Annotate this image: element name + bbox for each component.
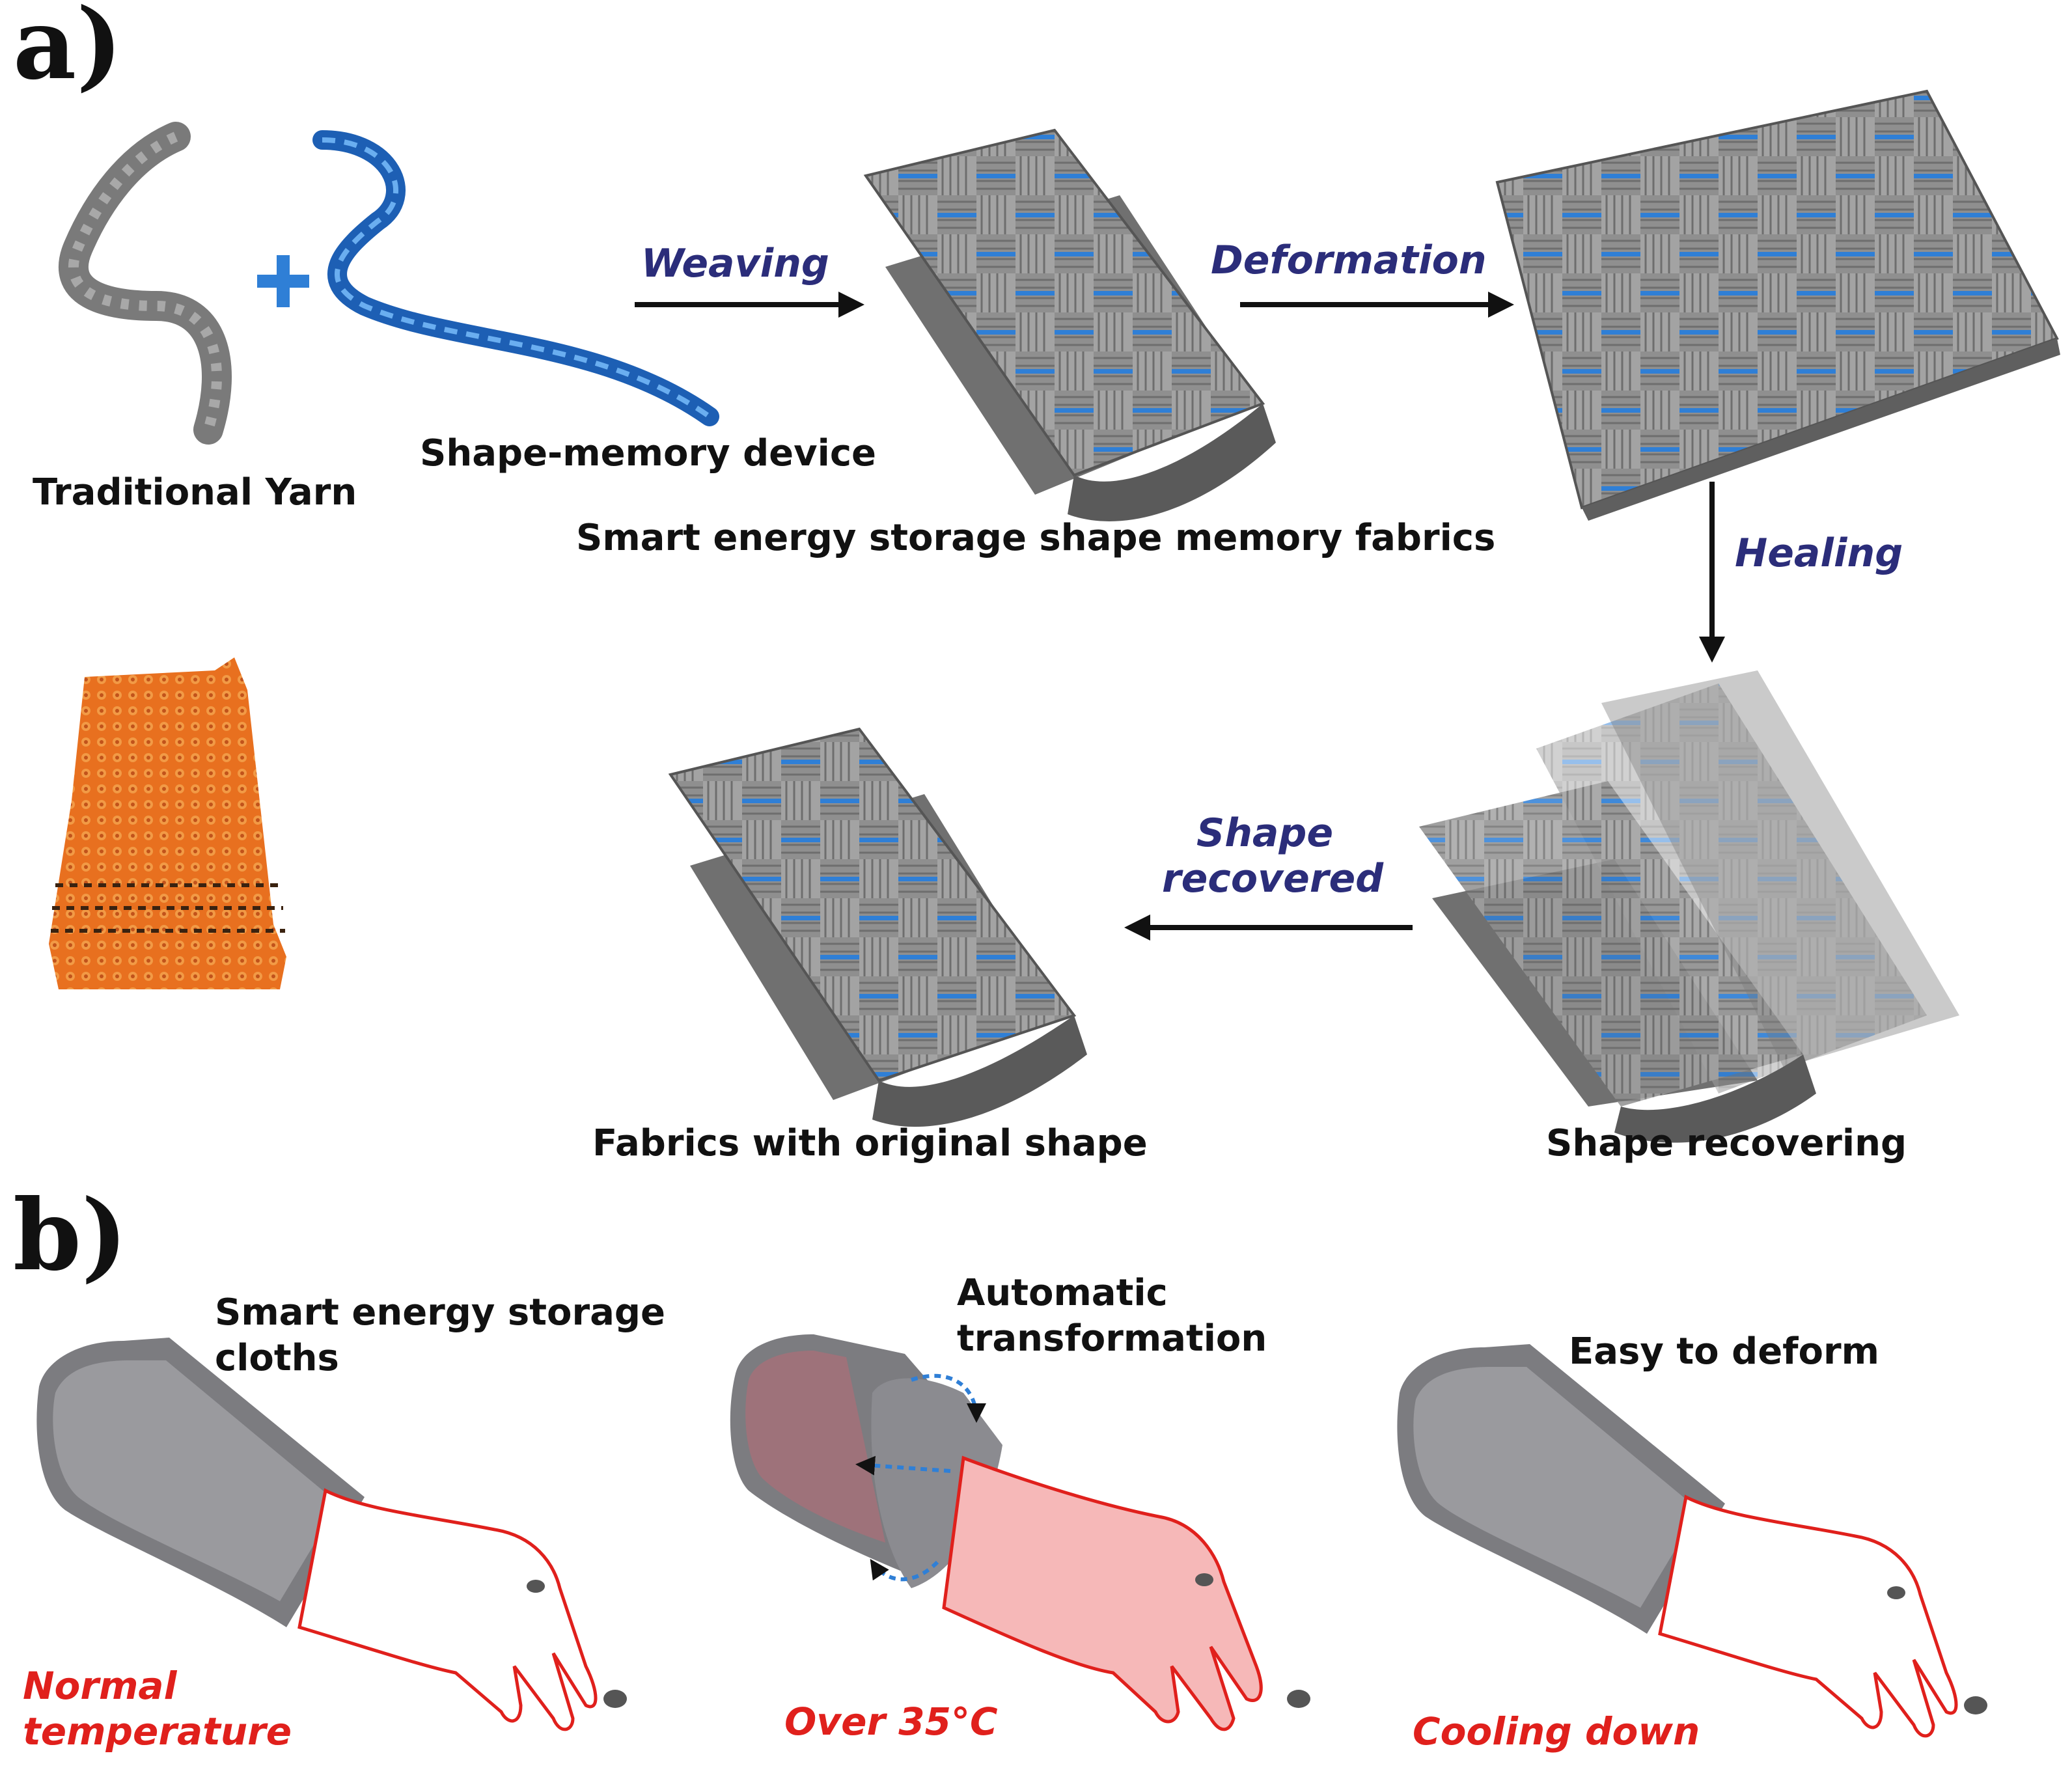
shape-memory-device-illustration xyxy=(312,130,719,426)
fabric-photo xyxy=(49,657,286,989)
label-cloths-line1: Smart energy storage xyxy=(215,1291,665,1334)
original-fabric-illustration xyxy=(668,727,1087,1127)
panel-label-b: b) xyxy=(13,1178,128,1293)
label-normal-line2: temperature xyxy=(23,1709,292,1754)
traditional-yarn-illustration xyxy=(59,122,232,445)
label-shape-recovered-line1: Shape xyxy=(1196,810,1333,856)
label-cloths-line2: cloths xyxy=(215,1337,339,1379)
label-fabrics-original: Fabrics with original shape xyxy=(592,1122,1148,1164)
label-weaving: Weaving xyxy=(641,241,829,286)
label-normal-line1: Normal xyxy=(23,1664,178,1708)
label-shape-recovered-line2: recovered xyxy=(1162,856,1384,901)
label-smart-fabrics: Smart energy storage shape memory fabric… xyxy=(576,517,1495,559)
flat-fabric-illustration xyxy=(1495,89,2060,521)
arm-cooling xyxy=(1397,1344,1987,1738)
label-automatic-line2: transformation xyxy=(957,1317,1267,1360)
shape-recovering-illustration xyxy=(1419,670,1959,1143)
label-deformation: Deformation xyxy=(1211,238,1487,283)
panel-label-a: a) xyxy=(13,0,122,102)
label-traditional-yarn: Traditional Yarn xyxy=(33,471,357,514)
arm-normal xyxy=(36,1338,627,1731)
label-shape-memory-device: Shape-memory device xyxy=(420,432,876,475)
label-over-35c: Over 35°C xyxy=(784,1699,998,1744)
arm-transforming xyxy=(730,1334,1310,1731)
label-healing: Healing xyxy=(1735,530,1903,576)
rolled-fabric-illustration xyxy=(863,128,1276,521)
label-easy-to-deform: Easy to deform xyxy=(1569,1330,1879,1373)
label-automatic-line1: Automatic xyxy=(957,1272,1168,1314)
plus-icon xyxy=(257,255,309,307)
label-cooling-down: Cooling down xyxy=(1413,1709,1700,1754)
label-shape-recovering: Shape recovering xyxy=(1546,1122,1907,1164)
